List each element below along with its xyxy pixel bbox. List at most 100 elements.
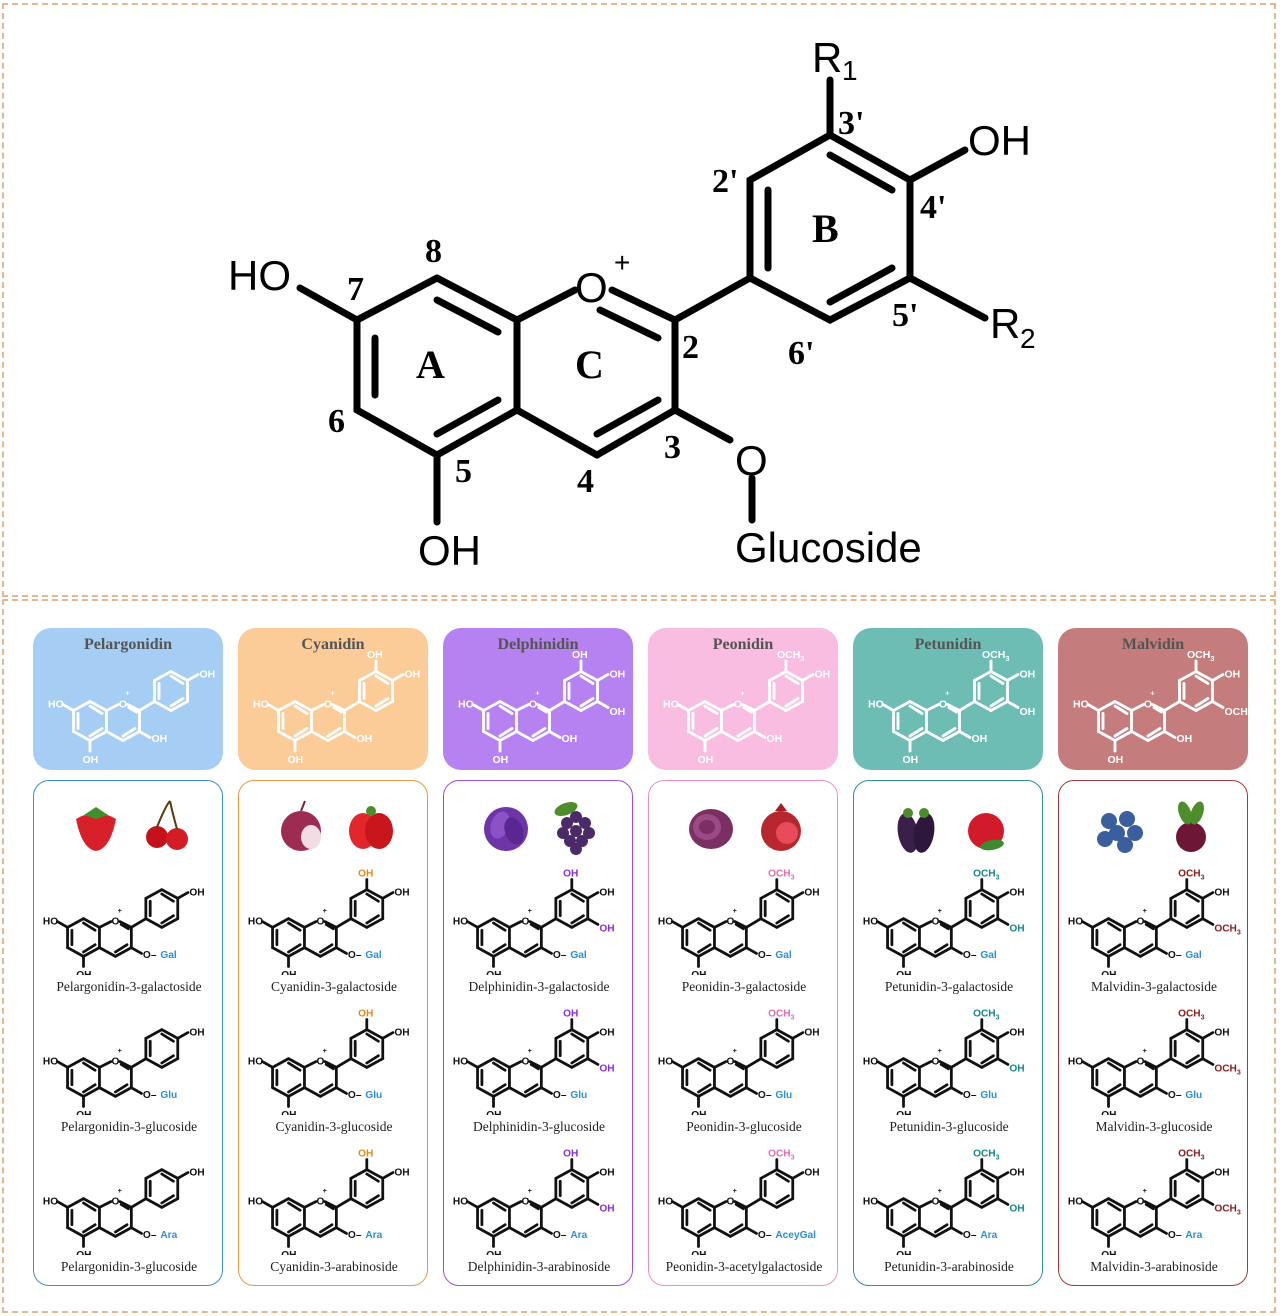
sugar-label: Gal bbox=[570, 950, 587, 961]
r1-group: OCH3 bbox=[973, 869, 1000, 882]
glucoside-label: Glucoside bbox=[735, 524, 922, 571]
card-petunidin: O+HOOHOHO–GalOCH3OHPetunidin-3-galactosi… bbox=[853, 780, 1043, 1286]
molecule-bonds bbox=[1081, 878, 1215, 968]
oh-3: OH bbox=[562, 733, 578, 745]
derivative-name: Petunidin-3-arabinoside bbox=[884, 1259, 1014, 1274]
r1-group: OCH3 bbox=[982, 649, 1009, 663]
cherry-icon bbox=[146, 800, 188, 850]
oh-4prime: OH bbox=[599, 1027, 614, 1038]
molecule-bonds bbox=[1081, 1158, 1215, 1248]
ho-7: HO bbox=[453, 1056, 468, 1067]
derivative-item: O+HOOHOHO–AraOCH3OCH3Malvidin-3-arabinos… bbox=[1059, 1143, 1249, 1275]
oh-5: OH bbox=[1101, 970, 1116, 975]
ho-7: HO bbox=[453, 1196, 468, 1207]
r1-group: OH bbox=[358, 1009, 373, 1020]
derivative-name: Petunidin-3-glucoside bbox=[889, 1119, 1009, 1134]
oh-5: OH bbox=[281, 1250, 296, 1255]
oh-5: OH bbox=[76, 970, 91, 975]
r2-group: OH bbox=[1009, 1204, 1024, 1215]
r2-group: OH bbox=[599, 1064, 614, 1075]
core-position-numbers: 8 7 6 5 4 3 2 2' 3' 4' 5' 6' bbox=[328, 105, 946, 500]
molecule-bonds bbox=[466, 878, 600, 968]
plus-charge: + bbox=[614, 247, 630, 278]
derivative-item: O+HOOHOHO–GluOCH3OCH3Malvidin-3-glucosid… bbox=[1059, 1003, 1249, 1135]
oh-4prime: OH bbox=[1009, 887, 1024, 898]
card-peonidin: O+HOOHOHO–GalOCH3Peonidin-3-galactosideO… bbox=[648, 780, 838, 1286]
derivative-name: Cyanidin-3-glucoside bbox=[275, 1119, 393, 1134]
core-ring-labels: A B C bbox=[416, 206, 839, 387]
r1-group: OCH3 bbox=[1187, 649, 1214, 663]
o-3: O– bbox=[143, 1090, 157, 1101]
molecule-bonds bbox=[1086, 659, 1225, 753]
oh-4prime: OH bbox=[1020, 669, 1036, 681]
strawberry-icon bbox=[76, 807, 116, 851]
molecule-bonds bbox=[876, 878, 1010, 968]
r2-subscript: 2 bbox=[1020, 323, 1036, 354]
anthocyanin-table-panel bbox=[2, 599, 1276, 1313]
plus-charge: + bbox=[1143, 906, 1147, 915]
food-sources bbox=[484, 802, 595, 855]
pomegranate-icon bbox=[761, 803, 801, 851]
ho-7: HO bbox=[663, 699, 679, 711]
anthocyanidin-name: Pelargonidin bbox=[83, 636, 172, 653]
oh-4prime: OH bbox=[804, 887, 819, 898]
oh-5: OH bbox=[698, 754, 714, 766]
plus-charge: + bbox=[118, 1046, 122, 1055]
column-delphinidin: DelphinidinO+HOOHOHOHOHOHO+HOOHOHO–GalOH… bbox=[443, 628, 633, 1286]
oh-5: OH bbox=[903, 754, 919, 766]
oh-5: OH bbox=[486, 1250, 501, 1255]
ho-7: HO bbox=[658, 1056, 673, 1067]
red-pepper-icon bbox=[349, 806, 393, 849]
o-3: O– bbox=[143, 1230, 157, 1241]
derivative-item: O+HOOHOHO–GalOHOHDelphinidin-3-galactosi… bbox=[444, 863, 634, 995]
o-3: O– bbox=[1168, 1230, 1182, 1241]
ho-7: HO bbox=[863, 916, 878, 927]
o-3-label: O bbox=[735, 437, 768, 484]
position-4: 4 bbox=[577, 463, 594, 500]
molecule-bonds bbox=[1081, 1018, 1215, 1108]
oh-5: OH bbox=[691, 1110, 706, 1115]
oh-4prime: OH bbox=[1009, 1167, 1024, 1178]
anthocyanidin-name: Malvidin bbox=[1121, 636, 1185, 653]
oh-5: OH bbox=[896, 1250, 911, 1255]
o-3: O– bbox=[553, 950, 567, 961]
molecule-bonds bbox=[56, 888, 190, 968]
r2-group: OCH3 bbox=[1225, 706, 1249, 720]
r2-group: OH bbox=[1020, 706, 1036, 718]
derivative-item: O+HOOHOHO–GalOCH3OHPetunidin-3-galactosi… bbox=[854, 863, 1044, 995]
r2-group: OH bbox=[1009, 1064, 1024, 1075]
ring-oxygen: O bbox=[734, 699, 742, 711]
derivative-name: Pelargonidin-3-galactoside bbox=[56, 979, 202, 994]
oh-4prime: OH bbox=[804, 1167, 819, 1178]
plus-charge: + bbox=[323, 1186, 327, 1195]
oh-5: OH bbox=[1101, 1250, 1116, 1255]
oh-5-label: OH bbox=[418, 527, 481, 574]
oh-5: OH bbox=[896, 970, 911, 975]
red-onion-icon bbox=[281, 800, 321, 851]
derivative-name: Cyanidin-3-arabinoside bbox=[270, 1259, 398, 1274]
oh-5: OH bbox=[486, 970, 501, 975]
molecule-bonds bbox=[261, 1158, 395, 1248]
ho-7: HO bbox=[658, 1196, 673, 1207]
r1-group: OCH3 bbox=[768, 1149, 795, 1162]
ring-oxygen: O bbox=[939, 699, 947, 711]
sugar-label: Ara bbox=[1185, 1230, 1202, 1241]
sugar-label: Ara bbox=[980, 1230, 997, 1241]
r1-group: OCH3 bbox=[777, 649, 804, 663]
